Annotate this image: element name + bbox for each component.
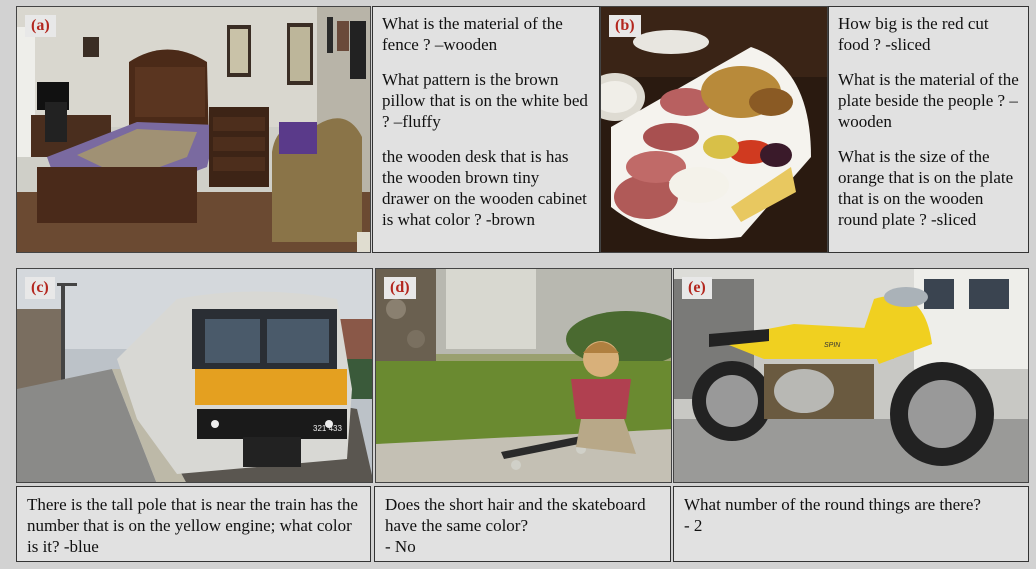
panel-a-photo: (a) [16,6,371,253]
qa-text: How big is the red cut food ? -sliced [838,14,989,54]
qa-text: What is the size of the orange that is o… [838,147,1014,229]
panel-e-qa: What number of the round things are ther… [673,486,1029,562]
panel-d-photo: (d) [375,268,672,483]
qa-text: - 2 [684,516,703,535]
qa-text: What is the material of the fence ? –woo… [382,14,563,54]
panel-b-label: (b) [609,15,641,37]
panel-e-label: (e) [682,277,712,299]
panel-c-label: (c) [25,277,55,299]
train-number: 321 433 [313,424,342,433]
qa-text: - No [385,537,416,556]
qa-text: What is the material of the plate beside… [838,70,1019,131]
panel-d-qa: Does the short hair and the skateboard h… [374,486,671,562]
qa-text: What pattern is the brown pillow that is… [382,70,588,131]
bike-text: SPIN [824,342,841,349]
qa-text: There is the tall pole that is near the … [27,495,358,556]
panel-d-label: (d) [384,277,416,299]
panel-a-label: (a) [25,15,56,37]
qa-text: Does the short hair and the skateboard h… [385,495,646,535]
panel-b-photo: (b) [600,6,828,253]
panel-c-photo: 321 433 (c) [16,268,373,483]
panel-a-qa: What is the material of the fence ? –woo… [372,6,600,253]
panel-b-qa: How big is the red cut food ? -sliced Wh… [828,6,1029,253]
qa-text: the wooden desk that is has the wooden b… [382,147,587,229]
qa-text: What number of the round things are ther… [684,495,981,514]
panel-e-photo: SPIN (e) [673,268,1029,483]
panel-c-qa: There is the tall pole that is near the … [16,486,371,562]
